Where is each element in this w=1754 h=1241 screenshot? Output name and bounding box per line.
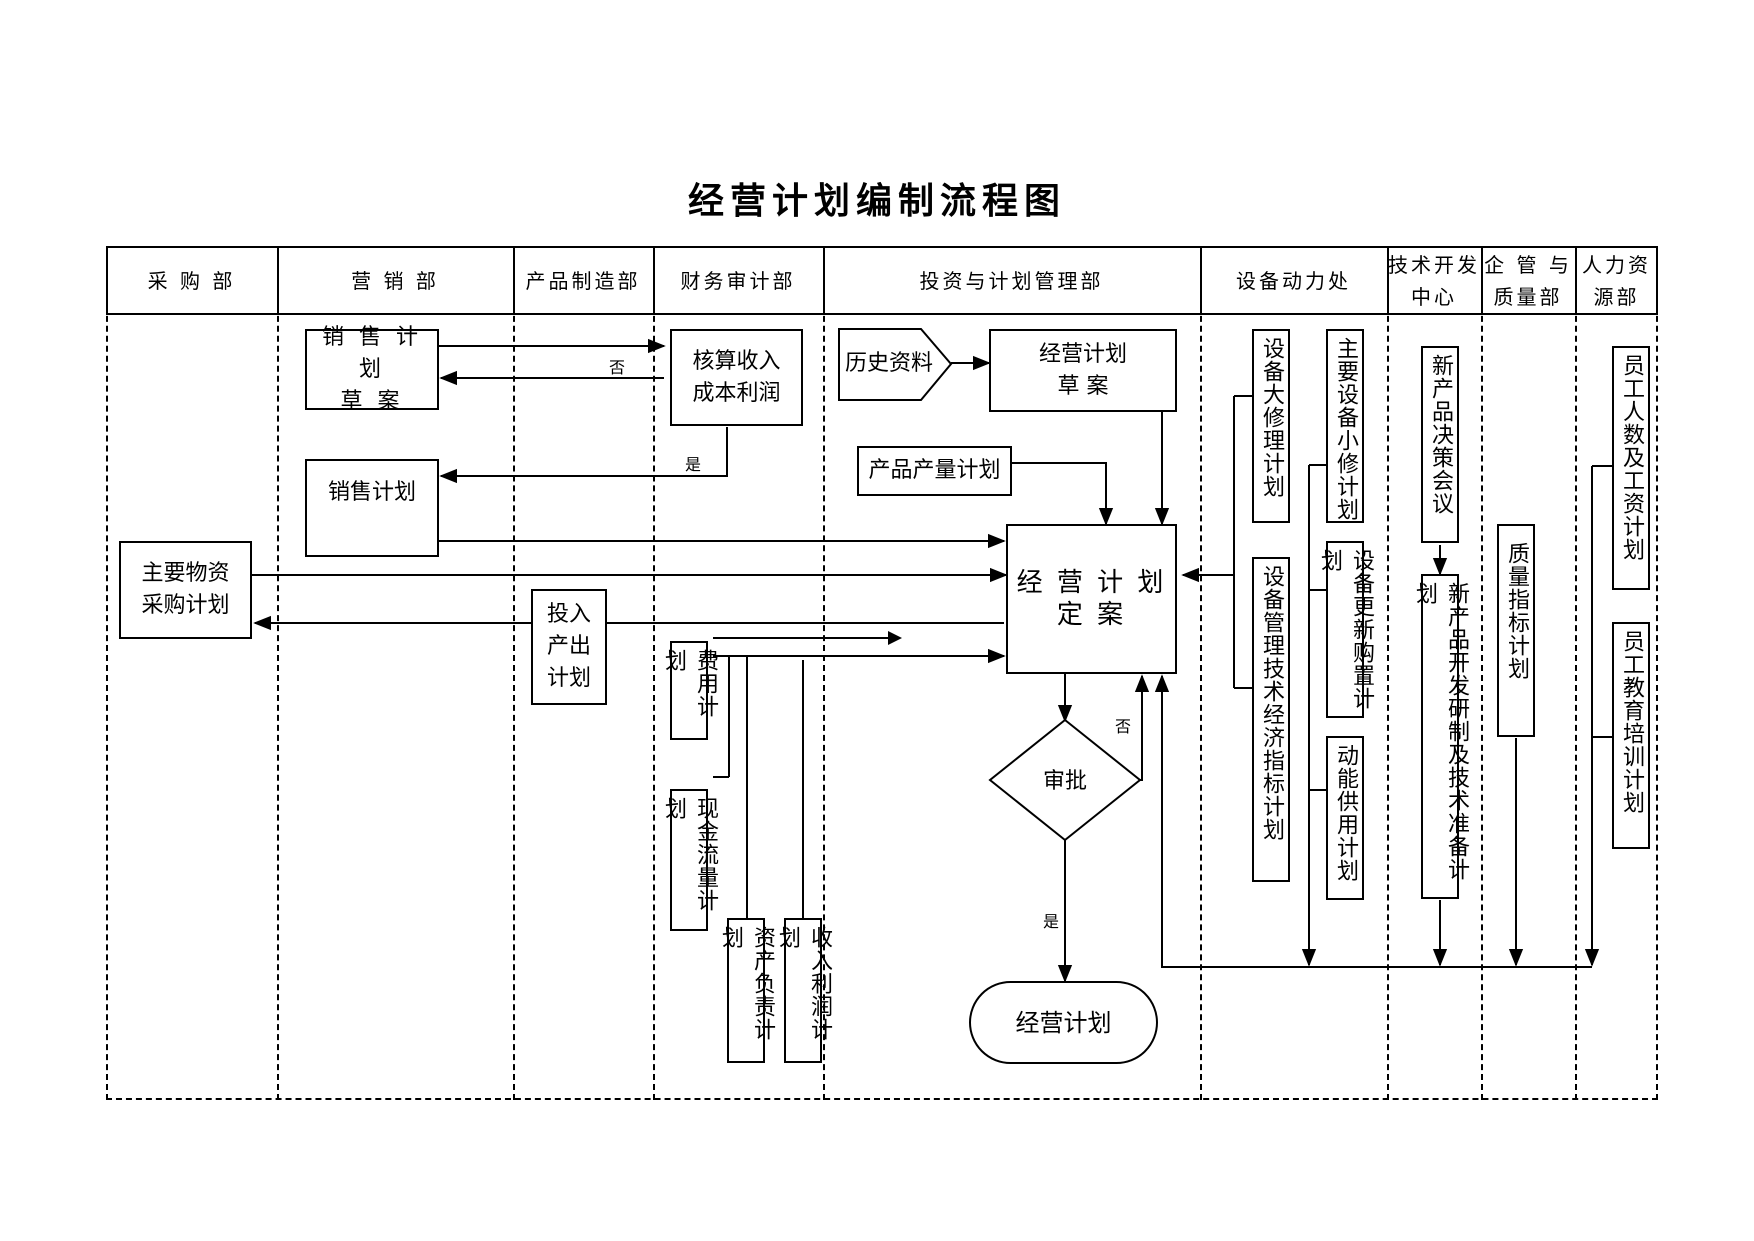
yes-label-accounting: 是 (685, 455, 702, 474)
energy-supply-plan-box: 动能供用计划 (1326, 736, 1364, 900)
yes-label-approval: 是 (1043, 912, 1060, 931)
equipment-minor-repair-plan-box: 主要设备小修计划 (1326, 329, 1364, 523)
lane-header-investment-planning: 投资与计划管理部 (919, 268, 1104, 293)
lane-divider (513, 246, 515, 1100)
equipment-mgmt-index-plan-box: 设备管理技术经济指标计划 (1252, 557, 1290, 882)
lane-header-purchasing: 采 购 部 (147, 268, 236, 293)
material-purchase-box: 主要物资 采购计划 (119, 541, 252, 639)
equipment-overhaul-plan-box: 设备大修理计划 (1252, 329, 1290, 523)
staff-training-plan-box: 员工教育培训计划 (1612, 622, 1650, 849)
approval-label: 审批 (1042, 769, 1087, 794)
plan-draft-box: 经营计划 草 案 (989, 329, 1177, 412)
page-title: 经营计划编制流程图 (687, 180, 1066, 222)
no-label-draft: 否 (609, 358, 626, 377)
arrow-bus-to-final (1154, 674, 1592, 968)
lane-divider (653, 246, 655, 1100)
sales-plan-draft-box: 销 售 计 划 草 案 (305, 325, 439, 414)
history-shape (838, 328, 953, 401)
new-product-meeting-box: 新产品决策会议 (1421, 346, 1459, 543)
io-plan-box: 投入 产出 计划 (531, 589, 607, 705)
product-output-box: 产品产量计划 (857, 446, 1012, 496)
lane-divider (1200, 246, 1202, 1100)
arrow-output-to-final (1012, 462, 1114, 526)
lane-divider (1575, 246, 1577, 1100)
cost-plan-box: 费用计划 (661, 641, 718, 740)
cashflow-plan-box: 现金流量计划 (661, 789, 718, 931)
history-data-label: 历史资料 (844, 351, 933, 376)
lane-header-row (106, 246, 1658, 315)
lane-header-manufacturing: 产品制造部 (525, 268, 641, 293)
lane-header-finance: 财务审计部 (680, 268, 796, 293)
approval-diamond-shape (988, 718, 1142, 842)
quality-index-plan-box: 质量指标计划 (1497, 524, 1535, 737)
equipment-renewal-plan-box: 设备更新购置计划 (1317, 541, 1374, 718)
lane-divider (1387, 246, 1389, 1100)
plan-final-box: 经 营 计 划 定 案 (1006, 524, 1177, 674)
lane-divider (823, 246, 825, 1100)
business-plan-terminal: 经营计划 (969, 981, 1158, 1064)
new-product-dev-plan-box: 新产品开发研制及技术准备计划 (1412, 574, 1469, 899)
lane-header-quality: 企 管 与 质量部 (1484, 252, 1572, 309)
lane-header-tech-center: 技术开发 中心 (1388, 252, 1480, 309)
arrow-approval-no (1134, 674, 1150, 781)
accounting-box: 核算收入 成本利润 (670, 329, 803, 426)
income-profit-plan-box: 收入利润计划 (775, 918, 832, 1063)
no-label-approval: 否 (1115, 717, 1132, 736)
lane-divider (277, 246, 279, 1100)
lane-header-marketing: 营 销 部 (351, 268, 439, 293)
asset-liability-plan-box: 资产负责计划 (718, 918, 775, 1063)
lane-header-hr: 人力资 源部 (1582, 252, 1651, 309)
arrow-head-io (888, 631, 902, 645)
sales-plan-box: 销售计划 (305, 459, 439, 557)
lane-divider (1481, 246, 1483, 1100)
lane-header-equipment: 设备动力处 (1236, 268, 1351, 293)
arrow-accounting-to-sales-yes (439, 427, 728, 484)
staff-wage-plan-box: 员工人数及工资计划 (1612, 346, 1650, 590)
